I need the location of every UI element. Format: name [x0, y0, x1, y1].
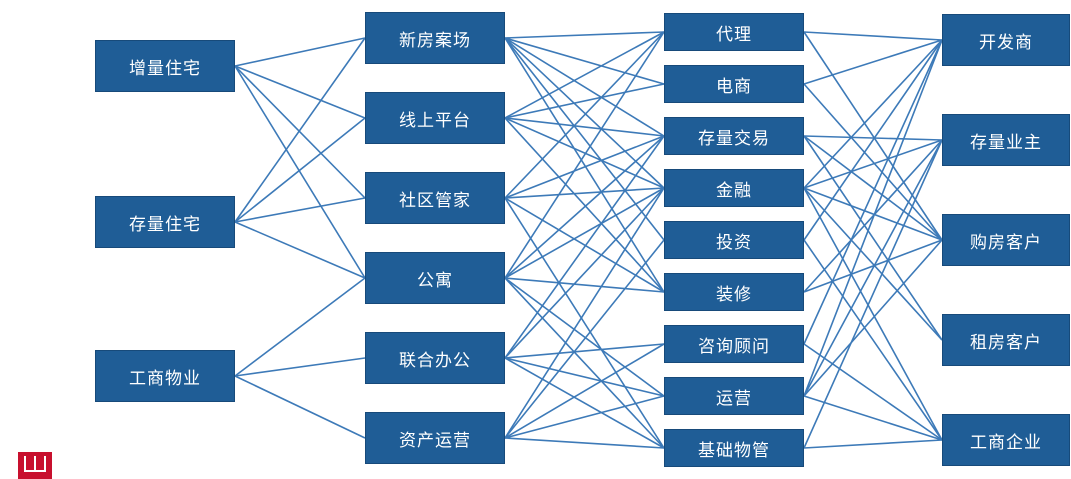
connector-a1-b1: [234, 117, 366, 223]
connector-b3-c0: [504, 31, 665, 279]
connector-c0-d0: [803, 31, 943, 41]
node-scene-1: 线上平台: [365, 92, 505, 144]
connector-c7-d4: [803, 395, 943, 441]
connector-b5-c6: [504, 343, 665, 439]
node-scene-0: 新房案场: [365, 12, 505, 64]
connector-b0-c5: [504, 37, 665, 293]
connector-b0-c3: [504, 37, 665, 189]
connector-c7-d1: [803, 139, 943, 397]
connector-lines: [234, 31, 943, 449]
connector-a2-b4: [234, 357, 366, 377]
connector-a1-b3: [234, 221, 366, 279]
connector-b1-c2: [504, 117, 665, 137]
connector-b0-c4: [504, 37, 665, 241]
connector-b1-c1: [504, 83, 665, 119]
connector-b3-c5: [504, 277, 665, 293]
connector-b5-c3: [504, 187, 665, 439]
node-service-1: 电商: [664, 65, 804, 103]
connector-a1-b2: [234, 197, 366, 223]
connector-b4-c3: [504, 187, 665, 359]
brand-logo-icon: [18, 452, 52, 479]
connector-b2-c3: [504, 187, 665, 199]
connector-c4-d0: [803, 39, 943, 241]
connector-c6-d4: [803, 343, 943, 441]
connector-a2-b3: [234, 277, 366, 377]
connector-b4-c7: [504, 357, 665, 397]
connector-b4-c8: [504, 357, 665, 449]
connector-b5-c7: [504, 395, 665, 439]
node-scene-3: 公寓: [365, 252, 505, 304]
connector-b3-c2: [504, 135, 665, 279]
connector-c1-d2: [803, 83, 943, 241]
node-scene-4: 联合办公: [365, 332, 505, 384]
connector-b2-c5: [504, 197, 665, 293]
node-customer-2: 购房客户: [942, 214, 1070, 266]
connector-a0-b0: [234, 37, 366, 67]
connector-b4-c6: [504, 343, 665, 359]
node-service-7: 运营: [664, 377, 804, 415]
node-service-8: 基础物管: [664, 429, 804, 467]
connector-b2-c2: [504, 135, 665, 199]
connector-c1-d0: [803, 39, 943, 85]
connector-b1-c5: [504, 117, 665, 293]
connector-c3-d4: [803, 187, 943, 441]
connector-c3-d0: [803, 39, 943, 189]
node-scene-5: 资产运营: [365, 412, 505, 464]
connector-c8-d4: [803, 439, 943, 449]
node-service-0: 代理: [664, 13, 804, 51]
connector-b3-c8: [504, 277, 665, 449]
connector-a0-b3: [234, 65, 366, 279]
connector-c3-d1: [803, 139, 943, 189]
node-scene-2: 社区管家: [365, 172, 505, 224]
node-service-5: 装修: [664, 273, 804, 311]
connector-c7-d2: [803, 239, 943, 397]
connector-c3-d3: [803, 187, 943, 341]
connector-b5-c8: [504, 437, 665, 449]
connector-b2-c8: [504, 197, 665, 449]
node-service-3: 金融: [664, 169, 804, 207]
connector-c8-d1: [803, 139, 943, 449]
node-customer-3: 租房客户: [942, 314, 1070, 366]
connector-a0-b2: [234, 65, 366, 199]
connector-b3-c3: [504, 187, 665, 279]
connector-c2-d1: [803, 135, 943, 141]
node-service-2: 存量交易: [664, 117, 804, 155]
connector-b1-c3: [504, 117, 665, 189]
connector-c2-d3: [803, 135, 943, 341]
connector-b3-c7: [504, 277, 665, 397]
connector-b4-c2: [504, 135, 665, 359]
node-property-0: 增量住宅: [95, 40, 235, 92]
node-customer-1: 存量业主: [942, 114, 1070, 166]
node-service-6: 咨询顾问: [664, 325, 804, 363]
node-property-1: 存量住宅: [95, 196, 235, 248]
connector-a1-b0: [234, 37, 366, 223]
connector-a2-b5: [234, 375, 366, 439]
connector-c2-d2: [803, 135, 943, 241]
connector-a0-b1: [234, 65, 366, 119]
node-customer-4: 工商企业: [942, 414, 1070, 466]
connector-b2-c0: [504, 31, 665, 199]
connector-c0-d2: [803, 31, 943, 241]
connector-b0-c2: [504, 37, 665, 137]
node-customer-0: 开发商: [942, 14, 1070, 66]
connector-c3-d2: [803, 187, 943, 241]
node-service-4: 投资: [664, 221, 804, 259]
connector-b1-c0: [504, 31, 665, 119]
connector-c4-d4: [803, 239, 943, 441]
connector-c7-d0: [803, 39, 943, 397]
connector-c5-d2: [803, 239, 943, 293]
connector-b0-c0: [504, 31, 665, 39]
connector-b5-c4: [504, 239, 665, 439]
connector-b0-c1: [504, 37, 665, 85]
connector-c6-d0: [803, 39, 943, 345]
node-property-2: 工商物业: [95, 350, 235, 402]
